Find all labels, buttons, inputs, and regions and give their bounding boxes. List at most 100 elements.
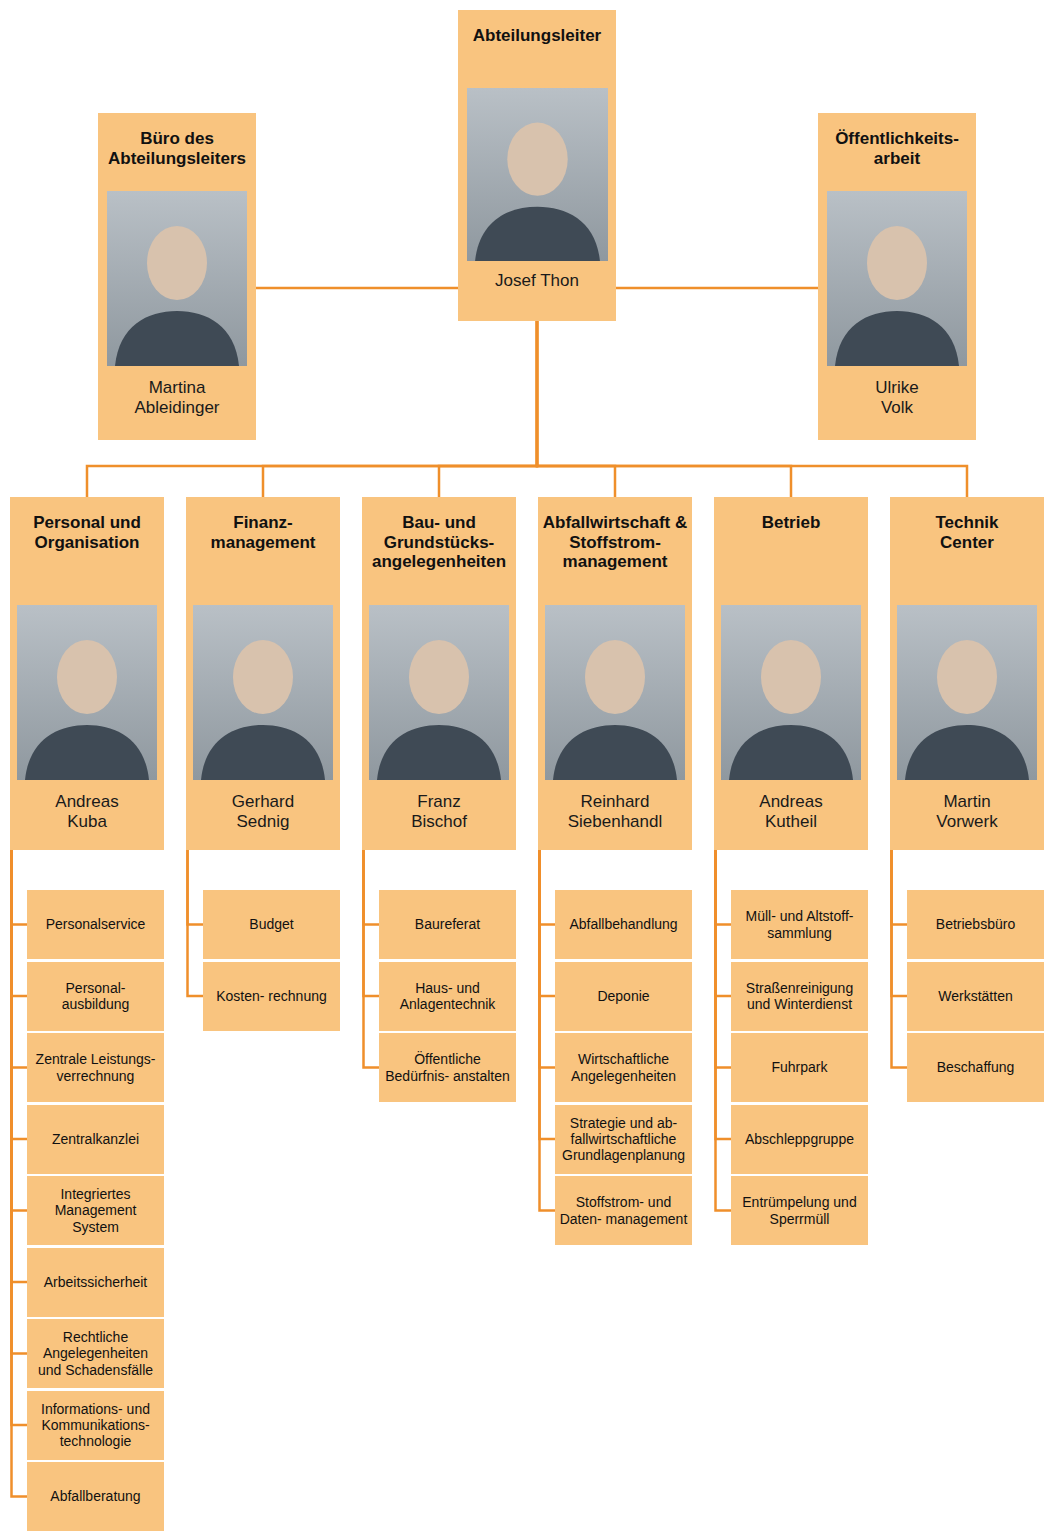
connector-line <box>439 321 537 497</box>
unit-box: Abfallbehandlung <box>555 890 692 959</box>
connector-line <box>892 850 908 924</box>
connector-line <box>12 850 28 1210</box>
connector-line <box>12 850 28 1425</box>
unit-label: Abfallbehandlung <box>569 916 677 932</box>
unit-label: Straßenreinigung und Winterdienst <box>735 980 864 1012</box>
unit-label: Kosten- rechnung <box>216 988 327 1004</box>
unit-heading: Betrieb <box>718 513 864 585</box>
unit-box: Zentrale Leistungs- verrechnung <box>27 1033 164 1102</box>
person-name: Andreas Kutheil <box>741 792 841 832</box>
unit-label: Betriebsbüro <box>936 916 1015 932</box>
person-name: Ulrike Volk <box>862 378 932 418</box>
connector-line <box>716 850 732 924</box>
unit-box: Informations- und Kommunikations- techno… <box>27 1391 164 1460</box>
unit-label: Zentrale Leistungs- verrechnung <box>31 1051 160 1083</box>
unit-box: Kosten- rechnung <box>203 962 340 1031</box>
department-box: Büro des AbteilungsleitersMartina Ableid… <box>98 113 256 440</box>
person-name: Franz Bischof <box>389 792 489 832</box>
unit-box: Stoffstrom- und Daten- management <box>555 1176 692 1245</box>
connector-line <box>540 850 556 1139</box>
unit-label: Arbeitssicherheit <box>44 1274 148 1290</box>
unit-box: Personal- ausbildung <box>27 962 164 1031</box>
connector-line <box>12 850 28 1067</box>
portrait-photo <box>897 605 1037 780</box>
unit-box: Wirtschaftliche Angelegenheiten <box>555 1033 692 1102</box>
portrait-silhouette <box>193 605 333 780</box>
unit-box: Müll- und Altstoff- sammlung <box>731 890 868 959</box>
portrait-head <box>57 640 117 714</box>
portrait-silhouette <box>827 191 967 366</box>
unit-label: Personal- ausbildung <box>31 980 160 1012</box>
portrait-photo <box>545 605 685 780</box>
portrait-photo <box>17 605 157 780</box>
department-box: Personal und OrganisationAndreas Kuba <box>10 497 164 850</box>
connector-line <box>716 850 732 996</box>
portrait-head <box>409 640 469 714</box>
unit-heading: Finanz- management <box>190 513 336 585</box>
connector-line <box>616 287 818 290</box>
person-name: Martin Vorwerk <box>917 792 1017 832</box>
unit-box: Haus- und Anlagentechnik <box>379 962 516 1031</box>
portrait-shoulders <box>905 725 1029 780</box>
connector-line <box>364 850 380 924</box>
unit-heading: Bau- und Grundstücks- angelegenheiten <box>366 513 512 585</box>
department-box: AbteilungsleiterJosef Thon <box>458 10 616 321</box>
portrait-photo <box>721 605 861 780</box>
connector-line <box>12 850 28 996</box>
unit-label: Informations- und Kommunikations- techno… <box>31 1401 160 1449</box>
connector-line <box>12 850 28 1353</box>
unit-label: Müll- und Altstoff- sammlung <box>735 908 864 940</box>
unit-box: Abschleppgruppe <box>731 1105 868 1174</box>
unit-box: Rechtliche Angelegenheiten und Schadensf… <box>27 1319 164 1388</box>
unit-box: Fuhrpark <box>731 1033 868 1102</box>
unit-box: Strategie und ab- fallwirtschaftliche Gr… <box>555 1105 692 1174</box>
portrait-photo <box>827 191 967 366</box>
unit-label: Abfallberatung <box>50 1488 140 1504</box>
connector-line <box>12 850 28 924</box>
department-box: Öffentlichkeits- arbeitUlrike Volk <box>818 113 976 440</box>
connector-line <box>537 321 791 497</box>
person-name: Reinhard Siebenhandl <box>565 792 665 832</box>
unit-box: Abfallberatung <box>27 1462 164 1531</box>
portrait-silhouette <box>545 605 685 780</box>
unit-label: Öffentliche Bedürfnis- anstalten <box>383 1051 512 1083</box>
portrait-shoulders <box>553 725 677 780</box>
portrait-head <box>761 640 821 714</box>
portrait-shoulders <box>377 725 501 780</box>
connector-line <box>716 850 732 1139</box>
unit-label: Strategie und ab- fallwirtschaftliche Gr… <box>559 1115 688 1163</box>
unit-heading: Abteilungsleiter <box>462 26 612 52</box>
connector-line <box>188 850 204 924</box>
connector-line <box>892 850 908 1067</box>
connector-line <box>540 850 556 924</box>
portrait-head <box>867 226 927 300</box>
unit-heading: Büro des Abteilungsleiters <box>102 129 252 175</box>
connector-line <box>364 850 380 996</box>
connector-line <box>537 321 615 497</box>
unit-label: Abschleppgruppe <box>745 1131 854 1147</box>
department-box: Finanz- managementGerhard Sednig <box>186 497 340 850</box>
person-name: Andreas Kuba <box>37 792 137 832</box>
portrait-head <box>147 226 207 300</box>
connector-line <box>540 850 556 1210</box>
connector-line <box>12 850 28 1282</box>
unit-label: Integriertes Management System <box>31 1186 160 1234</box>
unit-box: Straßenreinigung und Winterdienst <box>731 962 868 1031</box>
unit-box: Personalservice <box>27 890 164 959</box>
unit-box: Entrümpelung und Sperrmüll <box>731 1176 868 1245</box>
portrait-photo <box>193 605 333 780</box>
unit-heading: Technik Center <box>917 513 1017 585</box>
connector-line <box>256 287 458 290</box>
person-name: Gerhard Sednig <box>213 792 313 832</box>
unit-box: Budget <box>203 890 340 959</box>
unit-box: Beschaffung <box>907 1033 1044 1102</box>
portrait-shoulders <box>729 725 853 780</box>
portrait-silhouette <box>897 605 1037 780</box>
department-box: Abfallwirtschaft & Stoffstrom- managemen… <box>538 497 692 850</box>
portrait-shoulders <box>25 725 149 780</box>
portrait-silhouette <box>369 605 509 780</box>
unit-box: Arbeitssicherheit <box>27 1248 164 1317</box>
unit-label: Entrümpelung und Sperrmüll <box>735 1194 864 1226</box>
